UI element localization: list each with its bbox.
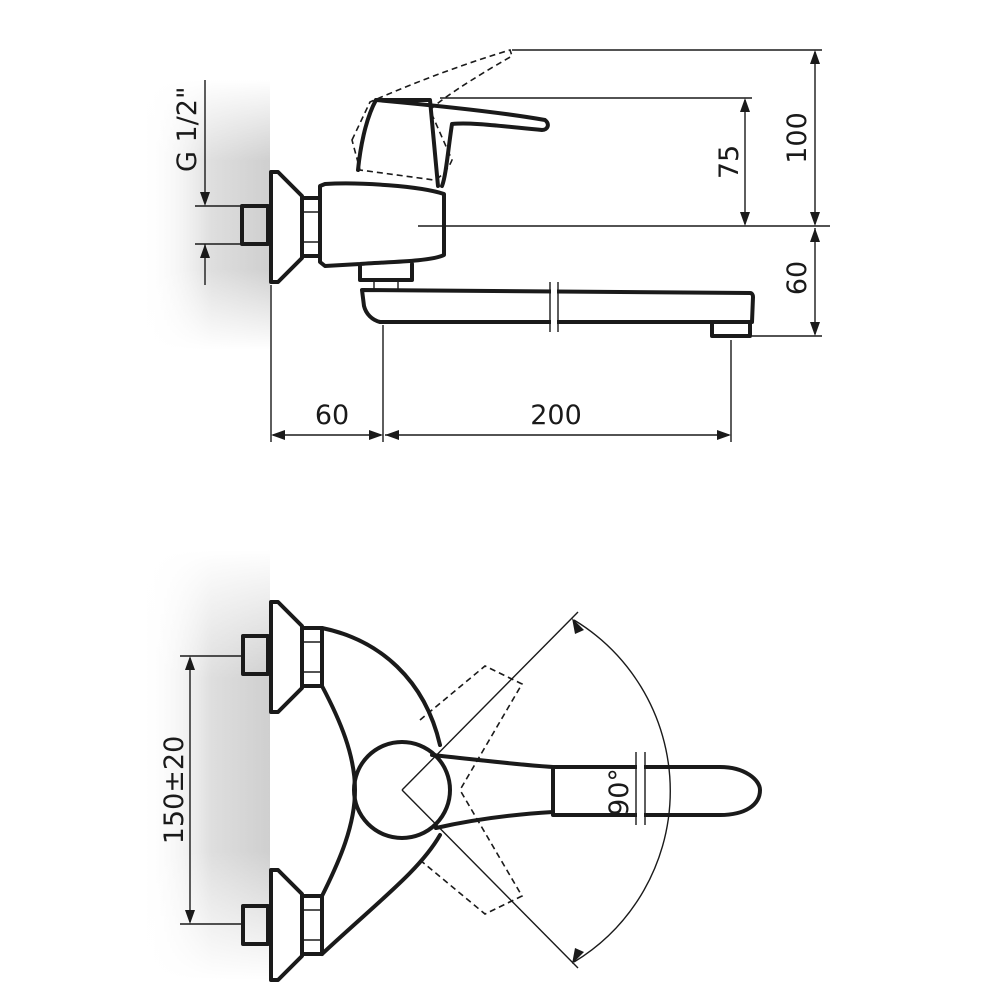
thread-size-label: G 1/2" bbox=[172, 87, 203, 172]
lever-handle bbox=[374, 98, 550, 188]
lever-rotated-down bbox=[419, 789, 524, 915]
lower-nut bbox=[300, 894, 324, 956]
lever-hub bbox=[352, 740, 452, 840]
mixer-body bbox=[318, 181, 446, 268]
dim-spout-reach: 200 bbox=[530, 400, 582, 431]
cartridge-cap bbox=[356, 98, 440, 188]
top-view: 90° 150±20 bbox=[140, 550, 762, 982]
upper-nut bbox=[300, 626, 324, 688]
dim-lever-height: 75 bbox=[714, 145, 745, 179]
side-view: G 1/2" 75 100 60 60 200 bbox=[140, 49, 830, 442]
lever-rotated-up bbox=[419, 665, 524, 791]
rotation-arc bbox=[573, 619, 671, 963]
spout-connector bbox=[358, 262, 414, 282]
lower-flange bbox=[269, 868, 304, 982]
inlet-pipe bbox=[240, 204, 270, 246]
upper-inlet bbox=[241, 634, 270, 676]
dim-lever-max-height: 100 bbox=[782, 112, 813, 164]
lever-tip bbox=[551, 765, 762, 817]
dim-spout-height: 60 bbox=[782, 261, 813, 295]
hex-nut bbox=[300, 196, 322, 258]
lever-raised-outline bbox=[351, 49, 513, 181]
lower-inlet bbox=[241, 904, 270, 946]
dim-rotation-angle: 90° bbox=[604, 768, 635, 816]
wall-flange bbox=[269, 170, 304, 284]
dim-wall-to-spout: 60 bbox=[315, 400, 349, 431]
mixer-body-top bbox=[320, 626, 442, 956]
dim-connection-spacing: 150±20 bbox=[159, 736, 190, 845]
upper-flange bbox=[269, 600, 304, 714]
aerator bbox=[710, 320, 752, 338]
